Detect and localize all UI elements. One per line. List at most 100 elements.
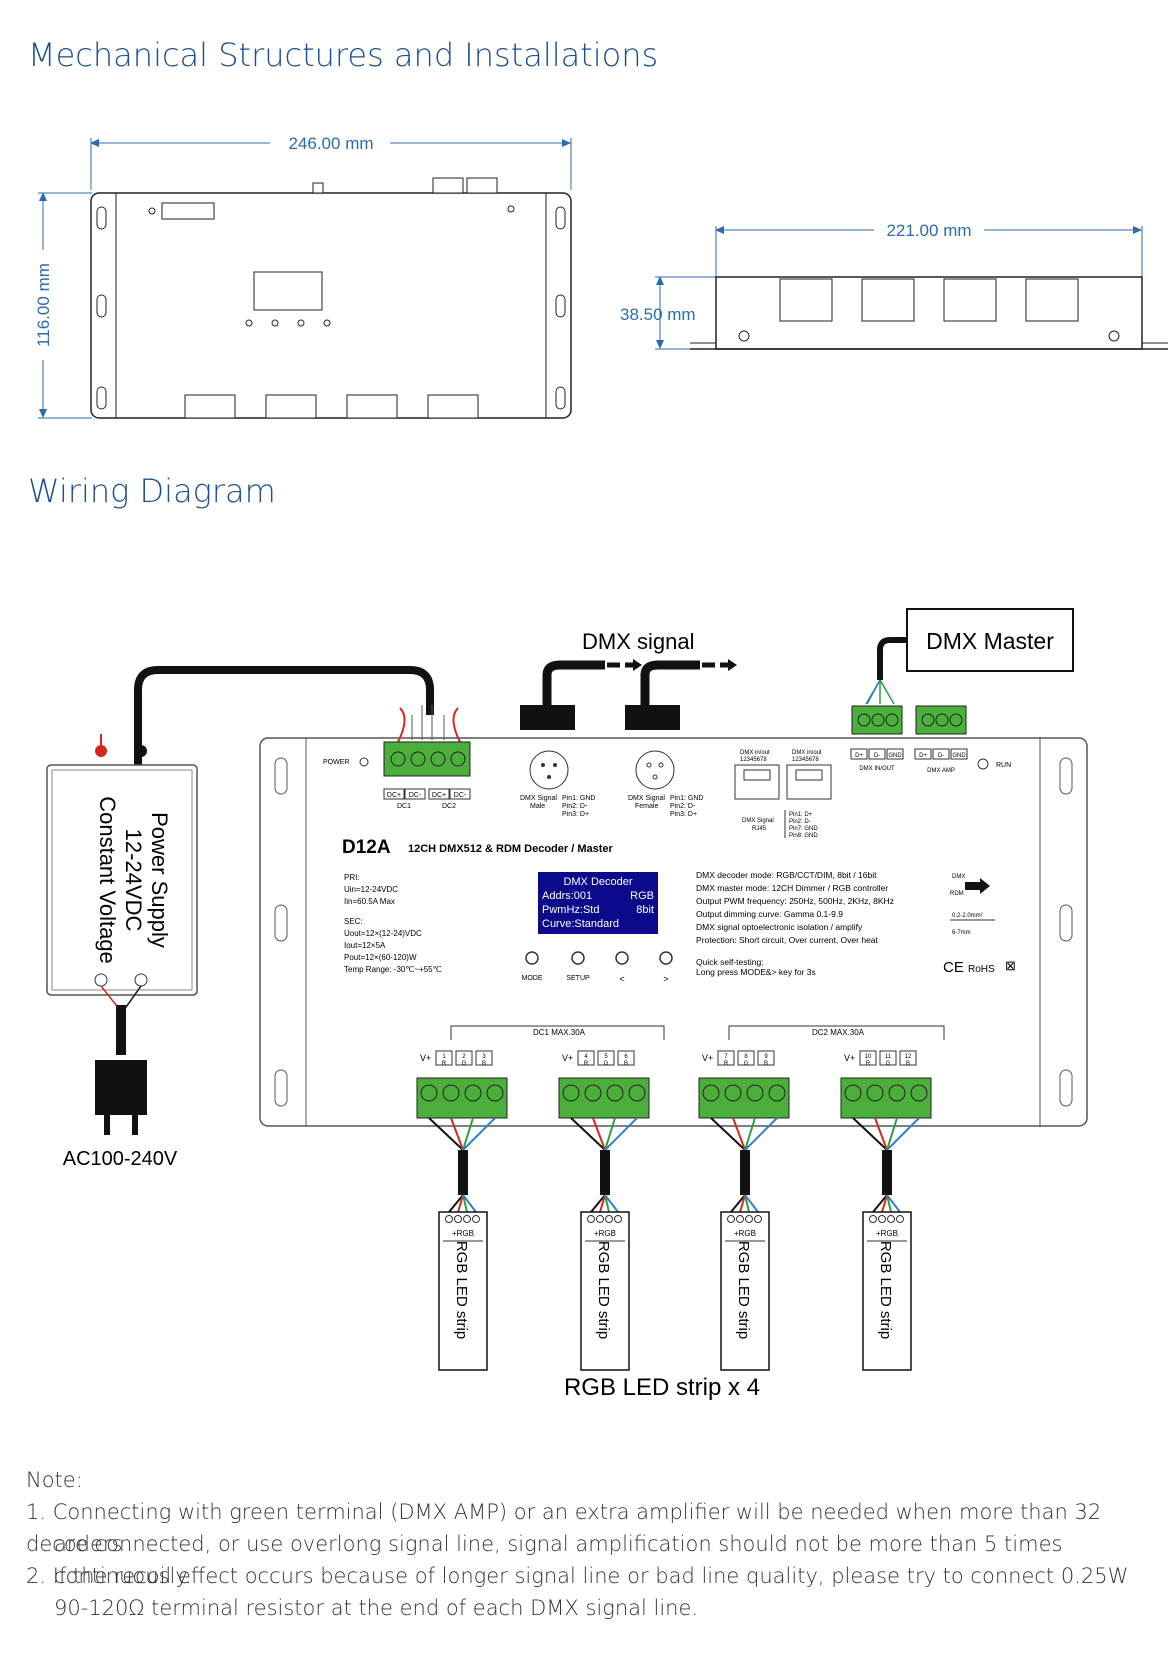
rj45-pin: Pin2: D- <box>789 819 811 825</box>
channel-number: 7 <box>724 1054 728 1060</box>
display-line: 8bit <box>636 904 654 916</box>
display-line: Curve:Standard <box>542 918 619 930</box>
rgb-led-strip: +RGB RGB LED strip <box>438 1211 488 1371</box>
strip-label: RGB LED strip <box>453 1241 470 1339</box>
channel-number: 5 <box>604 1054 608 1060</box>
channel-number: 9 <box>764 1054 768 1060</box>
sec-line: Temp Range: -30℃~+55℃ <box>344 965 442 974</box>
display-line: Addrs:001 <box>542 890 592 902</box>
dmx-female-label: DMX Signal <box>628 795 665 802</box>
spec-line: Protection: Short circuit, Over current,… <box>696 935 879 945</box>
female-pin: Pin2: D- <box>670 803 696 810</box>
power-supply-label: Power Supply 12-24VDC Constant Voltage <box>95 796 172 964</box>
channel-color: R <box>584 1061 589 1067</box>
vplus-label: V+ <box>420 1053 431 1063</box>
dmx-rdm-label: DMX <box>952 874 965 880</box>
channel-color: G <box>462 1061 467 1067</box>
dc-pin: DC- <box>454 792 467 799</box>
channel-color: R <box>724 1061 729 1067</box>
dmx-male-sub: Male <box>530 803 545 810</box>
male-pin: Pin2: D- <box>562 803 588 810</box>
spec-line: Output PWM frequency: 250Hz, 500Hz, 2KHz… <box>696 896 894 906</box>
male-pin: Pin3: D+ <box>562 811 589 818</box>
rohs-mark: RoHS <box>968 964 995 975</box>
rgb-led-strip: +RGB RGB LED strip <box>720 1211 770 1371</box>
term-pin: D+ <box>855 753 863 759</box>
right-button[interactable] <box>659 951 673 965</box>
wiring-diagram: Power Supply 12-24VDC Constant Voltage A… <box>46 608 1088 1400</box>
left-button[interactable] <box>615 951 629 965</box>
sec-line: Iout=12×5A <box>344 941 386 950</box>
dc-pin: DC+ <box>387 792 401 799</box>
channel-color: G <box>744 1061 749 1067</box>
dmx-rdm-label: RDM <box>950 891 964 897</box>
mode-label: MODE <box>522 975 543 982</box>
sec-line: SEC: <box>344 917 363 926</box>
mode-button[interactable] <box>525 951 539 965</box>
strips-caption: RGB LED strip x 4 <box>564 1374 760 1400</box>
strip-pins: +RGB <box>734 1229 756 1238</box>
dmx-signal-label: DMX signal <box>582 629 694 654</box>
rj45-signal-sub: RJ45 <box>752 826 767 832</box>
channel-number: 6 <box>624 1054 628 1060</box>
dim-width: 246.00 mm <box>288 134 373 153</box>
model-label: D12A <box>342 837 391 858</box>
wiring-title: Wiring Diagram <box>28 472 276 510</box>
dim-depth: 38.50 mm <box>620 305 696 324</box>
dc-pin: DC+ <box>432 792 446 799</box>
rj45-pin: Pin7: GND <box>789 826 818 832</box>
spec-line: DMX signal optoelectronic isolation / am… <box>696 922 863 932</box>
channel-number: 11 <box>885 1054 892 1060</box>
vplus-label: V+ <box>702 1053 713 1063</box>
channel-color: B <box>906 1061 910 1067</box>
self-test-line: Long press MODE&> key for 3s <box>696 967 816 977</box>
rj45-label: DMX in/out <box>740 750 770 756</box>
strip-pins: +RGB <box>594 1229 616 1238</box>
sec-line: Pout=12×(60-120)W <box>344 953 417 962</box>
channel-color: G <box>886 1061 891 1067</box>
dmx-male-label: DMX Signal <box>520 795 557 802</box>
channel-number: 2 <box>462 1054 466 1060</box>
wire-spec: 6-7mm <box>952 930 971 936</box>
right-label: > <box>663 974 668 984</box>
channel-number: 1 <box>442 1054 446 1060</box>
pri-line: Iin=60.5A Max <box>344 897 395 906</box>
svg-text:12-24VDC: 12-24VDC <box>121 829 146 932</box>
channel-color: G <box>604 1061 609 1067</box>
dmx-female-sub: Female <box>635 803 658 810</box>
model-desc: 12CH DMX512 & RDM Decoder / Master <box>408 843 614 855</box>
wire-spec: 0.2-2.0mm² <box>952 913 983 919</box>
strip-pins: +RGB <box>452 1229 474 1238</box>
note-line: 1. Connecting with green terminal (DMX A… <box>26 1500 1102 1556</box>
male-pin: Pin1: GND <box>562 795 595 802</box>
term-pin: D+ <box>919 753 927 759</box>
term-pin: GND <box>952 753 966 759</box>
strip-label: RGB LED strip <box>735 1241 752 1339</box>
female-pin: Pin1: GND <box>670 795 703 802</box>
setup-button[interactable] <box>571 951 585 965</box>
dc2-max-label: DC2 MAX.30A <box>812 1028 865 1037</box>
spec-line: DMX decoder mode: RGB/CCT/DIM, 8bit / 16… <box>696 870 877 880</box>
svg-text:Power Supply: Power Supply <box>147 812 172 948</box>
strip-label: RGB LED strip <box>877 1241 894 1339</box>
dim-length: 221.00 mm <box>886 221 971 240</box>
channel-number: 12 <box>905 1054 912 1060</box>
rj45-signal: DMX Signal <box>742 818 774 824</box>
dmx-master-label: DMX Master <box>926 628 1054 654</box>
diagram: 246.00 mm 116.00 mm 221.00 <box>34 134 1168 1400</box>
note-line: 2. If the recoil effect occurs because o… <box>26 1564 1129 1588</box>
display-line: DMX Decoder <box>563 876 632 888</box>
rgb-strips: +RGB RGB LED strip +RGB RGB LED strip +RGB RG… <box>438 1211 912 1371</box>
rj45-label: DMX in/out <box>792 750 822 756</box>
dim-height: 116.00 mm <box>34 263 53 347</box>
note-line: 90-120Ω terminal resistor at the end of … <box>54 1596 699 1620</box>
vplus-label: V+ <box>844 1053 855 1063</box>
spec-line: Output dimming curve: Gamma 0.1-9.9 <box>696 909 843 919</box>
channel-color: B <box>764 1061 768 1067</box>
channel-number: 4 <box>584 1054 588 1060</box>
pri-line: Uin=12-24VDC <box>344 885 398 894</box>
ce-mark: CE <box>943 959 964 976</box>
